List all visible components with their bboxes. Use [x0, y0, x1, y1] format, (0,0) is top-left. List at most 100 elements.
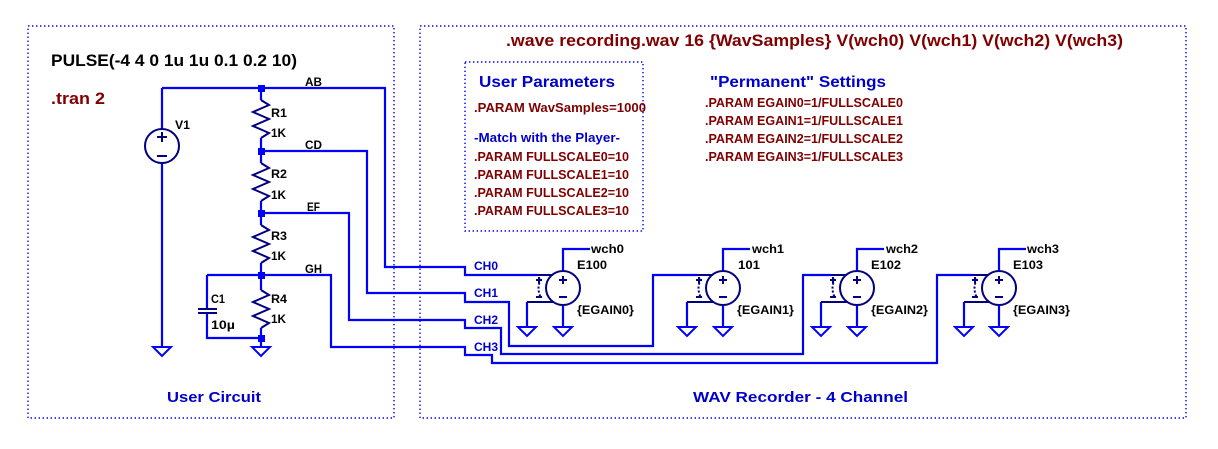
wav-recorder-title[interactable]: WAV Recorder - 4 Channel: [693, 389, 908, 406]
resistor-r3[interactable]: R3 1K: [250, 224, 287, 264]
param-egain1[interactable]: .PARAM EGAIN1=1/FULLSCALE1: [705, 113, 903, 128]
net-label-ab[interactable]: AB: [305, 75, 322, 89]
wire-net-ab[interactable]: [162, 86, 537, 277]
voltage-source-symbol-icon: [144, 128, 180, 164]
ground-icon[interactable]: [515, 326, 539, 338]
net-label-cd[interactable]: CD: [305, 138, 322, 152]
vcvs-source-e100[interactable]: wch0 E100 {EGAIN0}: [515, 242, 634, 338]
source-name-label: 101: [738, 258, 760, 272]
resistor-symbol-icon: [250, 162, 272, 202]
wave-directive[interactable]: .wave recording.wav 16 {WavSamples} V(wc…: [506, 31, 1123, 50]
net-label-gh[interactable]: GH: [305, 262, 322, 276]
ground-icon[interactable]: [809, 326, 833, 338]
output-net-label[interactable]: wch2: [885, 242, 918, 256]
input-plus-sign-icon: [830, 277, 836, 283]
input-leads: [821, 274, 847, 303]
wire-net-gh[interactable]: [207, 273, 973, 365]
input-leads: [527, 274, 553, 303]
plus-sign-icon: [853, 276, 861, 284]
vcvs-symbol-icon: [839, 270, 875, 306]
output-net-label[interactable]: wch3: [1026, 242, 1059, 256]
output-wire[interactable]: [561, 247, 590, 271]
junction-dot: [258, 210, 265, 217]
output-wire[interactable]: [855, 247, 884, 271]
user-circuit-box: [27, 25, 395, 419]
input-leads: [687, 274, 713, 303]
output-net-label[interactable]: wch0: [590, 242, 624, 256]
param-fullscale3[interactable]: .PARAM FULLSCALE3=10: [474, 203, 629, 218]
source-name-label: E103: [1013, 258, 1043, 272]
source-gain-label: {EGAIN2}: [871, 303, 928, 317]
capacitor-c1[interactable]: C1 10µ: [198, 292, 235, 332]
resistor-r2[interactable]: R2 1K: [250, 162, 287, 202]
vcvs-symbol-icon: [545, 270, 581, 306]
ground-icon[interactable]: [551, 326, 575, 338]
junction-dot: [258, 148, 265, 155]
wire-c1[interactable]: [205, 275, 261, 340]
wire-net-ef[interactable]: [261, 211, 831, 356]
user-parameters-title[interactable]: User Parameters: [479, 74, 615, 91]
ground-wire[interactable]: [819, 302, 859, 327]
resistor-name-label: R3: [271, 229, 287, 243]
user-circuit-title[interactable]: User Circuit: [167, 389, 261, 406]
channel-label-ch0[interactable]: CH0: [474, 259, 498, 273]
output-wire[interactable]: [997, 247, 1026, 271]
resistor-value-label: 1K: [271, 249, 286, 263]
capacitor-symbol-icon: [198, 308, 217, 314]
voltage-source-v1[interactable]: V1: [144, 118, 190, 164]
wav-recorder-box: [419, 25, 1187, 419]
input-leads: [964, 274, 989, 303]
vcvs-source-e101[interactable]: wch1 101 {EGAIN1}: [675, 242, 794, 338]
channel-label-ch2[interactable]: CH2: [474, 313, 498, 327]
resistor-r4[interactable]: R4 1K: [250, 289, 287, 329]
param-wav-samples[interactable]: .PARAM WavSamples=1000: [474, 100, 646, 115]
resistor-value-label: 1K: [271, 312, 286, 326]
net-label-ef[interactable]: EF: [307, 200, 320, 214]
source-gain-label: {EGAIN3}: [1013, 303, 1070, 317]
input-plus-sign-icon: [536, 277, 542, 283]
resistor-r1[interactable]: R1 1K: [250, 99, 287, 140]
ground-icon[interactable]: [711, 326, 735, 338]
channel-label-ch1[interactable]: CH1: [474, 286, 498, 300]
resistor-symbol-icon: [250, 289, 272, 329]
match-player-note[interactable]: -Match with the Player-: [474, 130, 620, 145]
permanent-settings-title[interactable]: "Permanent" Settings: [710, 74, 886, 91]
ground-icon[interactable]: [249, 346, 273, 358]
param-fullscale0[interactable]: .PARAM FULLSCALE0=10: [474, 149, 629, 164]
tran-directive[interactable]: .tran 2: [51, 89, 105, 108]
param-fullscale1[interactable]: .PARAM FULLSCALE1=10: [474, 167, 629, 182]
source-gain-label: {EGAIN0}: [577, 303, 634, 317]
param-egain2[interactable]: .PARAM EGAIN2=1/FULLSCALE2: [705, 131, 903, 146]
ground-wire[interactable]: [685, 302, 725, 327]
vcvs-symbol-icon: [705, 270, 741, 306]
source-spec-text[interactable]: PULSE(-4 4 0 1u 1u 0.1 0.2 10): [51, 51, 297, 70]
ground-icon[interactable]: [675, 326, 699, 338]
plus-sign-icon: [995, 276, 1003, 284]
channel-label-ch3[interactable]: CH3: [474, 340, 498, 354]
param-egain0[interactable]: .PARAM EGAIN0=1/FULLSCALE0: [705, 95, 903, 110]
vcvs-source-e103[interactable]: wch3 E103 {EGAIN3}: [952, 242, 1070, 338]
ground-wire[interactable]: [962, 302, 1001, 327]
resistor-name-label: R1: [271, 106, 287, 120]
wire-net-cd[interactable]: [261, 149, 697, 348]
input-plus-sign-icon: [972, 277, 978, 283]
source-name-label: E100: [577, 258, 607, 272]
resistor-name-label: R4: [271, 292, 287, 306]
output-net-label[interactable]: wch1: [751, 242, 784, 256]
resistor-value-label: 1K: [271, 188, 286, 202]
junction-dot: [258, 335, 265, 342]
ground-icon[interactable]: [987, 326, 1011, 338]
vcvs-source-e102[interactable]: wch2 E102 {EGAIN2}: [809, 242, 928, 338]
ground-icon[interactable]: [845, 326, 869, 338]
ground-icon[interactable]: [952, 326, 976, 338]
ground-icon[interactable]: [150, 346, 174, 358]
param-egain3[interactable]: .PARAM EGAIN3=1/FULLSCALE3: [705, 149, 903, 164]
capacitor-name-label: C1: [211, 292, 225, 306]
resistor-symbol-icon: [250, 99, 272, 139]
capacitor-value-label: 10µ: [211, 318, 235, 332]
ground-wire[interactable]: [525, 302, 565, 327]
param-fullscale2[interactable]: .PARAM FULLSCALE2=10: [474, 185, 629, 200]
output-wire[interactable]: [721, 247, 750, 271]
